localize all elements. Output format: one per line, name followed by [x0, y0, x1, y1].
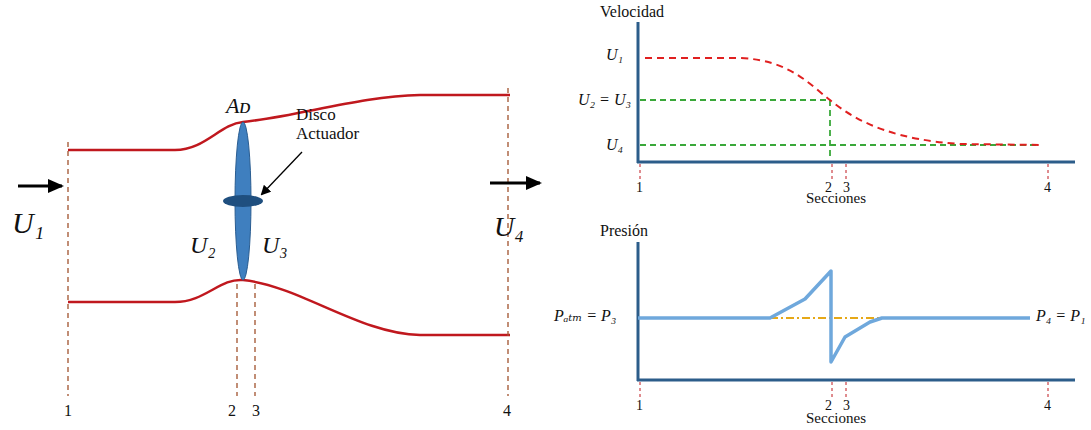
section-number: 1	[64, 402, 72, 420]
section-number: 1	[636, 180, 643, 195]
section-number: 4	[503, 402, 511, 420]
leader-arrow	[262, 152, 302, 194]
velocity-symbol: U₂	[190, 232, 216, 258]
section-line	[68, 88, 508, 396]
axis-value: U₄	[606, 136, 623, 154]
axis-value: U₂ = U₃	[578, 91, 631, 109]
axis-title: Presión	[600, 222, 648, 240]
flow-symbol: U₁	[12, 206, 44, 239]
flow-arrow	[490, 182, 540, 185]
actuator-disk	[223, 122, 263, 280]
stream-tube	[68, 95, 510, 335]
velocity-plot	[637, 22, 1075, 180]
axis-value: P₄ = P₁	[1036, 307, 1085, 325]
axis-value: Pₐₜₘ = P₃	[554, 307, 616, 325]
section-number: 4	[1044, 398, 1051, 413]
section-number: 2	[228, 402, 236, 420]
flow-arrow	[18, 185, 62, 188]
section-number: 3	[252, 402, 260, 420]
callout-label: Disco Actuador	[296, 106, 392, 143]
section-number: 4	[1044, 180, 1051, 195]
axis-title: Velocidad	[600, 3, 664, 21]
flow-symbol: U₄	[494, 212, 524, 243]
area-symbol: Aᴅ	[226, 94, 251, 118]
pressure-plot	[637, 242, 1075, 398]
velocity-symbol: U₃	[262, 232, 288, 258]
section-number: 1	[636, 398, 643, 413]
axis-title: Secciones	[806, 410, 866, 427]
axis-title: Secciones	[806, 190, 866, 207]
axis-value: U₁	[606, 46, 623, 64]
